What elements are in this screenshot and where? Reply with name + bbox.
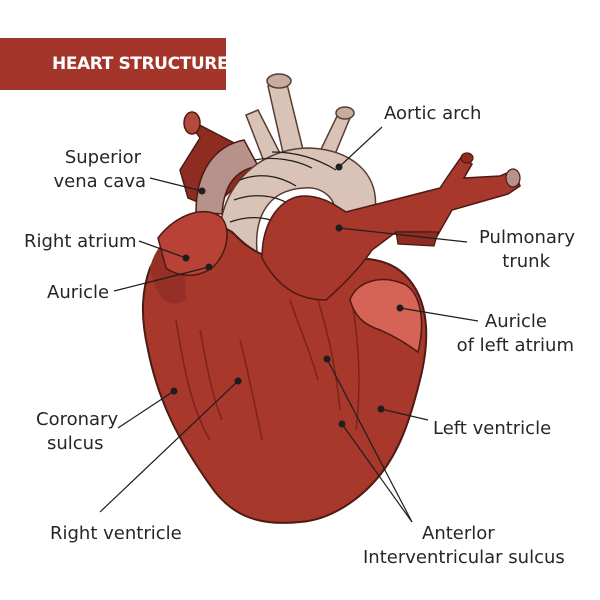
right-atrium: [157, 210, 228, 276]
label-aortic-arch: Aortic arch: [384, 103, 481, 124]
label-coronary-sulcus-1: Coronary: [36, 409, 118, 430]
label-auricle-left-atrium-1: Auricle: [485, 311, 547, 332]
label-left-ventricle: Left ventricle: [433, 418, 551, 439]
label-pulmonary-trunk-2: trunk: [502, 251, 550, 272]
label-superior-vena-cava-1: Superior: [65, 147, 142, 168]
label-pulmonary-trunk-1: Pulmonary: [479, 227, 575, 248]
label-right-atrium: Right atrium: [24, 231, 137, 252]
label-auricle-left-atrium-2: of left atrium: [457, 335, 574, 356]
title-text: HEART STRUCTURE: [52, 54, 229, 74]
leader-lines: [99, 126, 479, 523]
label-interventricular-sulcus-1: Anterlor: [422, 523, 495, 544]
left-auricle: [349, 278, 423, 354]
label-right-ventricle: Right ventricle: [50, 523, 182, 544]
label-interventricular-sulcus-2: Interventricular sulcus: [363, 547, 565, 568]
label-superior-vena-cava-2: vena cava: [54, 171, 147, 192]
pulmonary-trunk: [261, 152, 521, 301]
title-banner: HEART STRUCTURE: [0, 38, 229, 90]
label-auricle: Auricle: [47, 282, 109, 303]
label-coronary-sulcus-2: sulcus: [47, 433, 103, 454]
aortic-arch: [219, 147, 377, 261]
